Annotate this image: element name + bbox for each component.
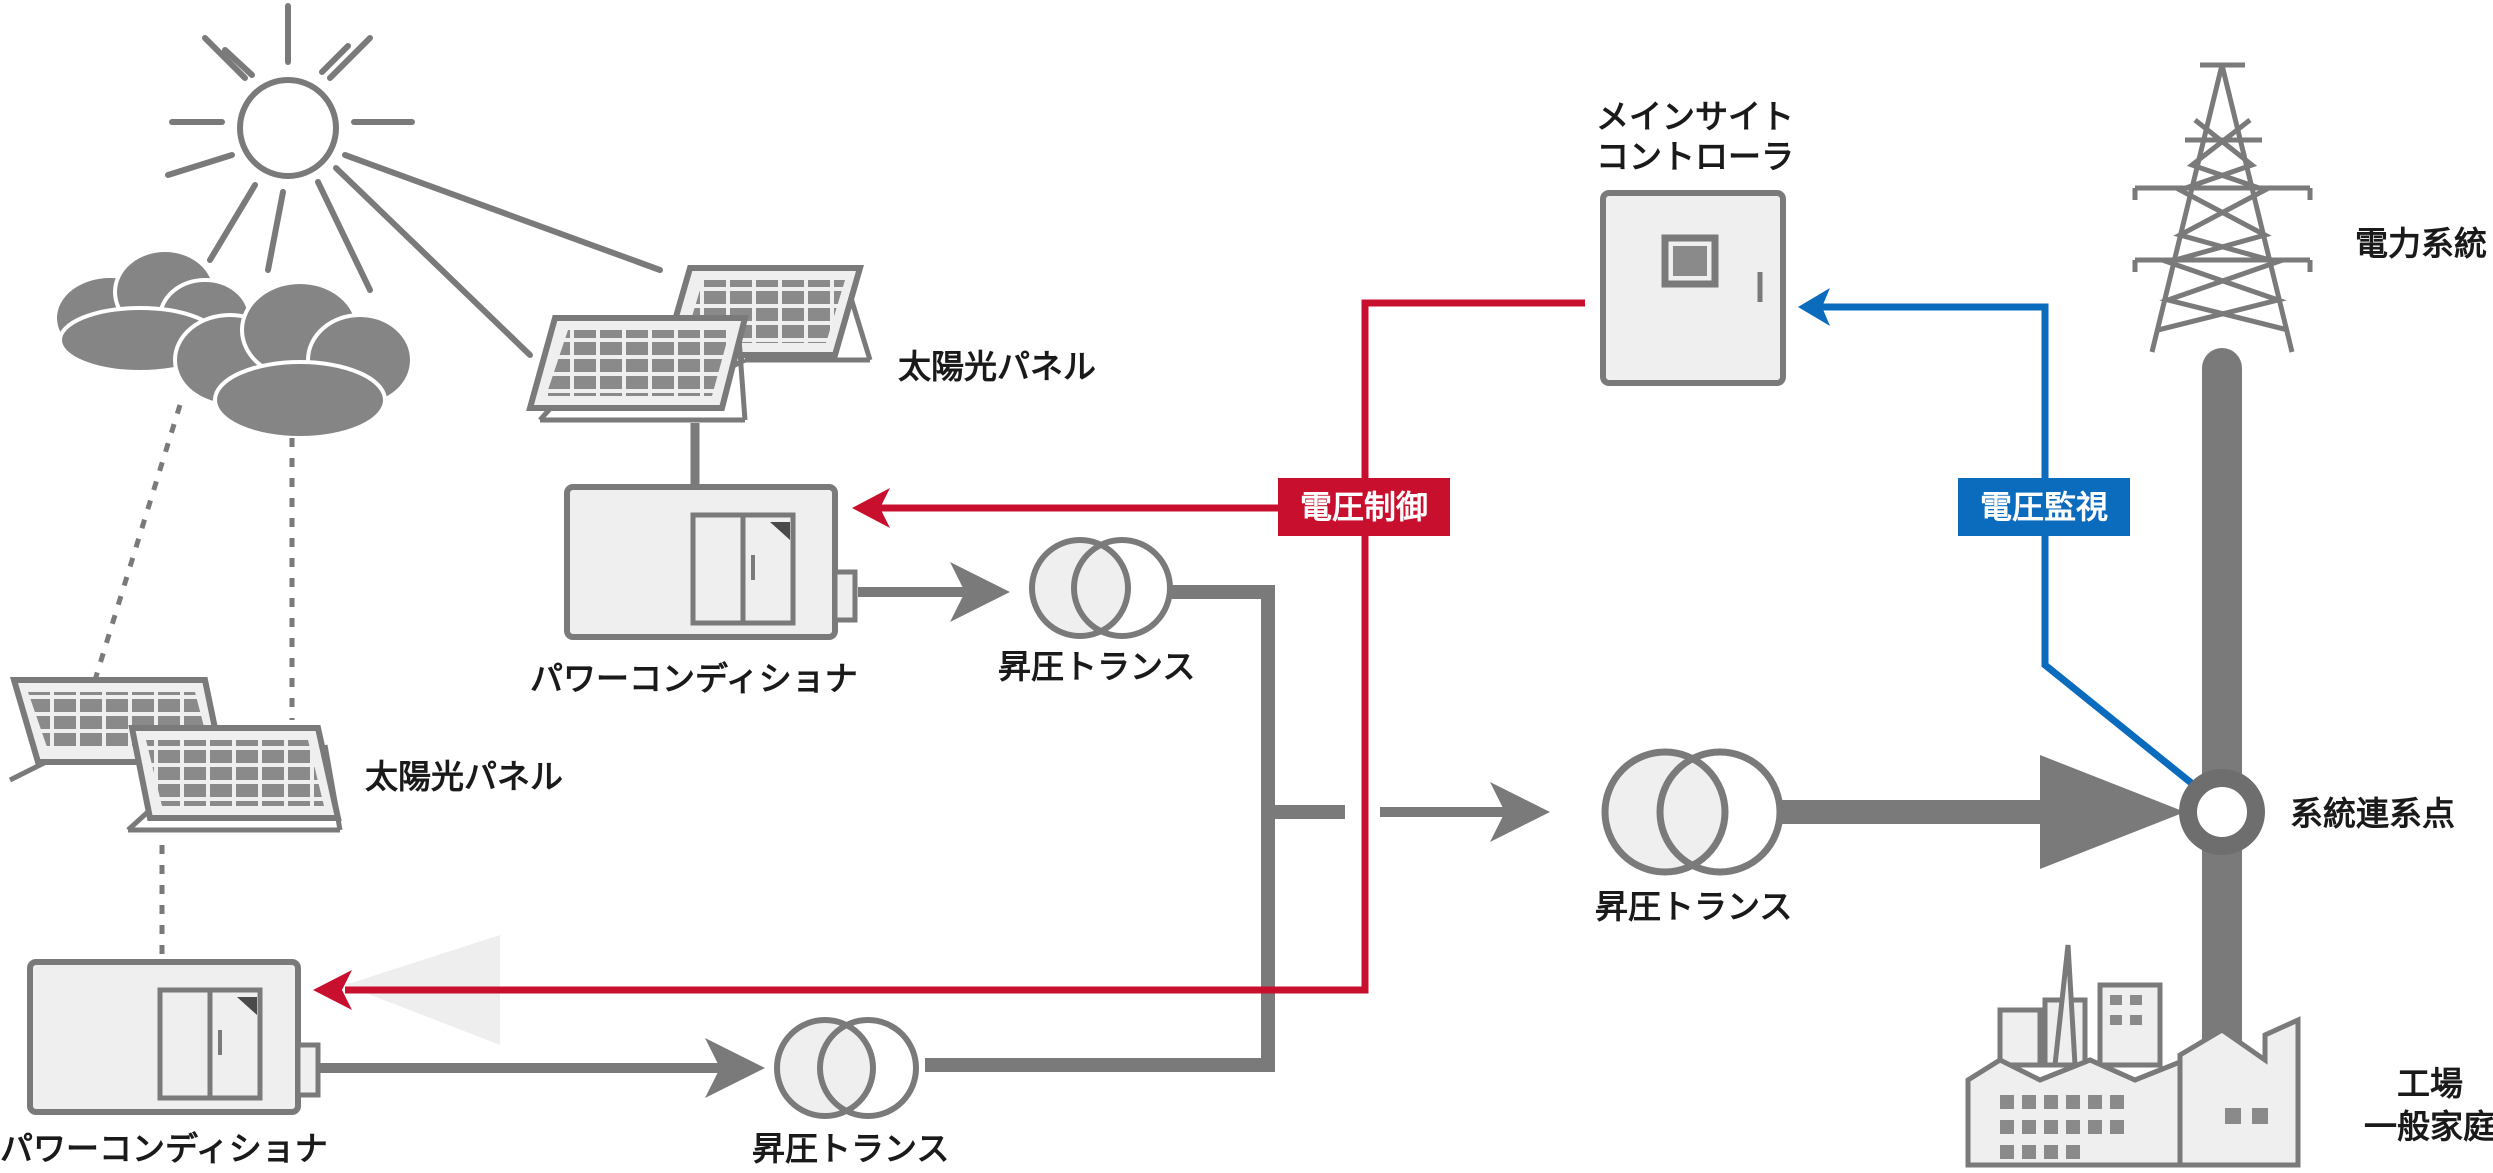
voltage-control-tag: 電圧制御 [1278, 478, 1450, 536]
solar-panel-bottom-label: 太陽光パネル [365, 757, 563, 796]
main-power-arrow [1780, 755, 2185, 869]
solar-panel-top-icon [526, 265, 873, 423]
step-up-transformer-top-label: 昇圧トランス [998, 647, 1195, 686]
svg-text:電圧制御: 電圧制御 [1300, 488, 1428, 526]
factory-label-line2: 一般家庭 [2364, 1107, 2493, 1146]
factory-label-line1: 工場 [2397, 1064, 2463, 1103]
voltage-monitor-arrowhead [1798, 288, 1830, 326]
grid-connection-point-label: 系統連系点 [2290, 794, 2455, 833]
step-up-transformer-main-icon [1601, 748, 1784, 876]
power-tower-icon [2132, 62, 2313, 353]
power-conditioner-bottom-icon [27, 959, 321, 1115]
main-controller-label-line1: メインサイト [1596, 97, 1794, 136]
power-grid-label: 電力系統 [2355, 224, 2487, 263]
voltage-control-arrowhead-top [852, 488, 890, 528]
voltage-control-arrowhead-bottom [313, 970, 352, 1010]
power-conditioner-top-icon [564, 484, 858, 640]
power-conditioner-top-label: パワーコンディショナ [530, 659, 858, 698]
svg-text:電圧監視: 電圧監視 [1980, 488, 2108, 526]
power-conditioner-bottom-label: パワーコンディショナ [0, 1129, 328, 1168]
step-up-transformer-bottom-label: 昇圧トランス [752, 1129, 949, 1168]
main-site-controller-icon [1600, 190, 1786, 386]
voltage-monitor-line [1815, 303, 2203, 793]
factory-houses-icon [1965, 944, 2301, 1168]
solar-panel-bottom-icon [8, 677, 343, 833]
sun-icon [165, 3, 663, 358]
voltage-control-line [345, 299, 1585, 994]
voltage-monitor-tag: 電圧監視 [1958, 478, 2130, 536]
solar-panel-top-label: 太陽光パネル [898, 347, 1096, 386]
main-controller-label-line2: コントローラ [1596, 137, 1794, 176]
cloud-shadow-lines [92, 404, 295, 965]
step-up-transformer-main-label: 昇圧トランス [1595, 887, 1792, 926]
step-up-transformer-top-icon [1029, 537, 1173, 639]
power-lines [320, 562, 1550, 1098]
grid-connection-point-icon [2179, 769, 2265, 855]
cloud-icon [53, 248, 414, 440]
step-up-transformer-bottom-icon [774, 1017, 919, 1119]
